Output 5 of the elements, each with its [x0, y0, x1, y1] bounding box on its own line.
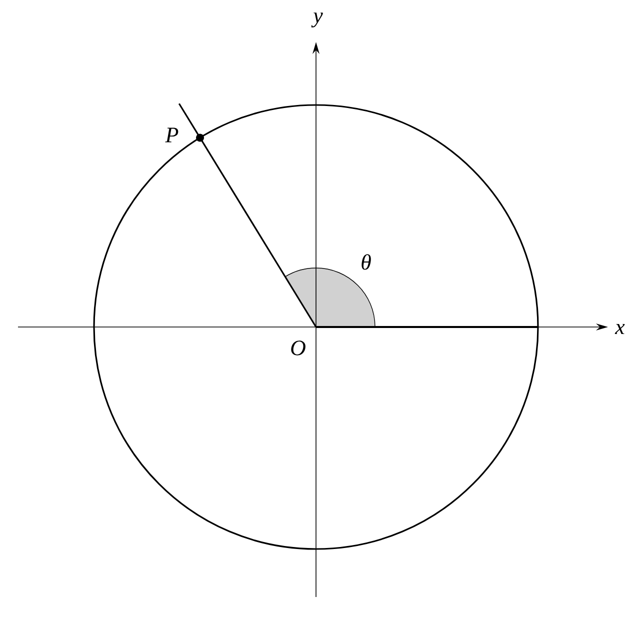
axis-label: x: [614, 324, 625, 334]
axis-label: y: [311, 12, 323, 28]
origin-label: O: [291, 340, 306, 356]
angle-label: θ: [362, 254, 371, 270]
point-label: P: [165, 128, 178, 142]
